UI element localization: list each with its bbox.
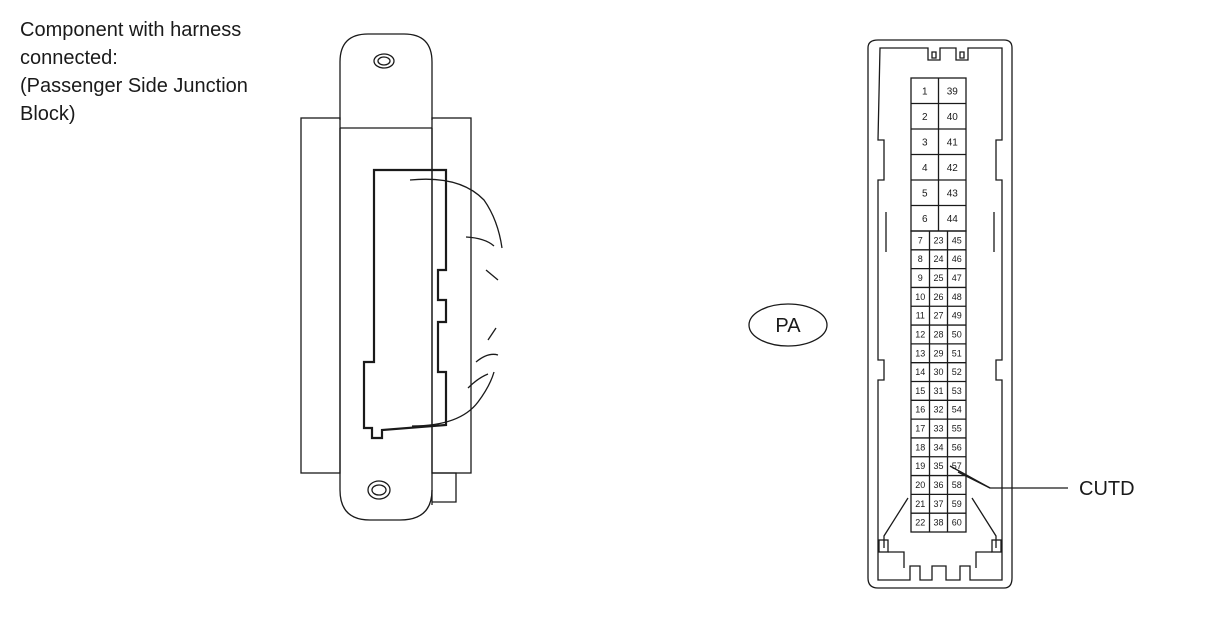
pin-label-36: 36	[933, 480, 943, 490]
caption-line-1: Component with harness	[20, 19, 242, 41]
pin-label-14: 14	[915, 367, 925, 377]
caption-line-2: connected:	[20, 47, 118, 69]
connector-face-outline	[867, 39, 1013, 589]
pin-label-4: 4	[922, 163, 928, 174]
pin-label-33: 33	[933, 424, 943, 434]
connector-code-marker: PA	[748, 303, 828, 347]
pin-label-29: 29	[933, 348, 943, 358]
caption-line-3: (Passenger Side Junction	[20, 75, 248, 97]
pin-label-51: 51	[952, 348, 962, 358]
pin-label-32: 32	[933, 405, 943, 415]
pin-label-27: 27	[933, 311, 943, 321]
pin-label-60: 60	[952, 518, 962, 528]
pin-label-7: 7	[918, 235, 923, 245]
callout-label-cutd: CUTD	[1079, 478, 1135, 500]
pin-label-8: 8	[918, 254, 923, 264]
pin-label-13: 13	[915, 348, 925, 358]
pin-label-23: 23	[933, 235, 943, 245]
pin-label-56: 56	[952, 442, 962, 452]
junction-block-illustration	[300, 33, 503, 521]
pin-label-3: 3	[922, 137, 928, 148]
pin-label-49: 49	[952, 311, 962, 321]
pin-label-41: 41	[947, 137, 959, 148]
pin-label-5: 5	[922, 188, 928, 199]
pin-label-54: 54	[952, 405, 962, 415]
pin-label-52: 52	[952, 367, 962, 377]
pin-label-57: 57	[952, 461, 962, 471]
pin-label-45: 45	[952, 235, 962, 245]
pin-label-44: 44	[947, 214, 959, 225]
connector-code-label: PA	[775, 315, 801, 337]
pin-label-47: 47	[952, 273, 962, 283]
pin-label-16: 16	[915, 405, 925, 415]
caption-line-4: Block)	[20, 103, 76, 125]
pin-label-40: 40	[947, 112, 959, 123]
pin-label-46: 46	[952, 254, 962, 264]
pin-label-10: 10	[915, 292, 925, 302]
pin-label-48: 48	[952, 292, 962, 302]
pin-label-38: 38	[933, 518, 943, 528]
pin-label-28: 28	[933, 329, 943, 339]
pin-label-20: 20	[915, 480, 925, 490]
pin-label-17: 17	[915, 424, 925, 434]
component-caption: Component with harness connected: (Passe…	[20, 16, 320, 128]
pin-label-15: 15	[915, 386, 925, 396]
pin-label-30: 30	[933, 367, 943, 377]
pin-label-6: 6	[922, 214, 928, 225]
pin-label-39: 39	[947, 86, 959, 97]
pin-label-31: 31	[933, 386, 943, 396]
pin-label-21: 21	[915, 499, 925, 509]
pin-label-11: 11	[916, 311, 925, 321]
pin-label-55: 55	[952, 424, 962, 434]
pin-label-2: 2	[922, 112, 928, 123]
pin-label-26: 26	[933, 292, 943, 302]
pin-label-58: 58	[952, 480, 962, 490]
pin-label-18: 18	[915, 442, 925, 452]
pin-label-12: 12	[915, 329, 925, 339]
pin-label-25: 25	[933, 273, 943, 283]
pin-label-19: 19	[915, 461, 925, 471]
pin-label-9: 9	[918, 273, 923, 283]
pin-label-34: 34	[933, 442, 943, 452]
pin-label-1: 1	[922, 86, 928, 97]
pin-grid: 1234563940414243447891011121314151617181…	[910, 77, 967, 533]
pin-label-42: 42	[947, 163, 959, 174]
pin-label-53: 53	[952, 386, 962, 396]
pin-label-59: 59	[952, 499, 962, 509]
pin-label-24: 24	[933, 254, 943, 264]
pin-label-37: 37	[933, 499, 943, 509]
cutd-callout: CUTD	[949, 465, 1135, 500]
pin-label-22: 22	[915, 518, 925, 528]
pin-label-35: 35	[933, 461, 943, 471]
pin-label-50: 50	[952, 329, 962, 339]
pin-label-43: 43	[947, 188, 959, 199]
